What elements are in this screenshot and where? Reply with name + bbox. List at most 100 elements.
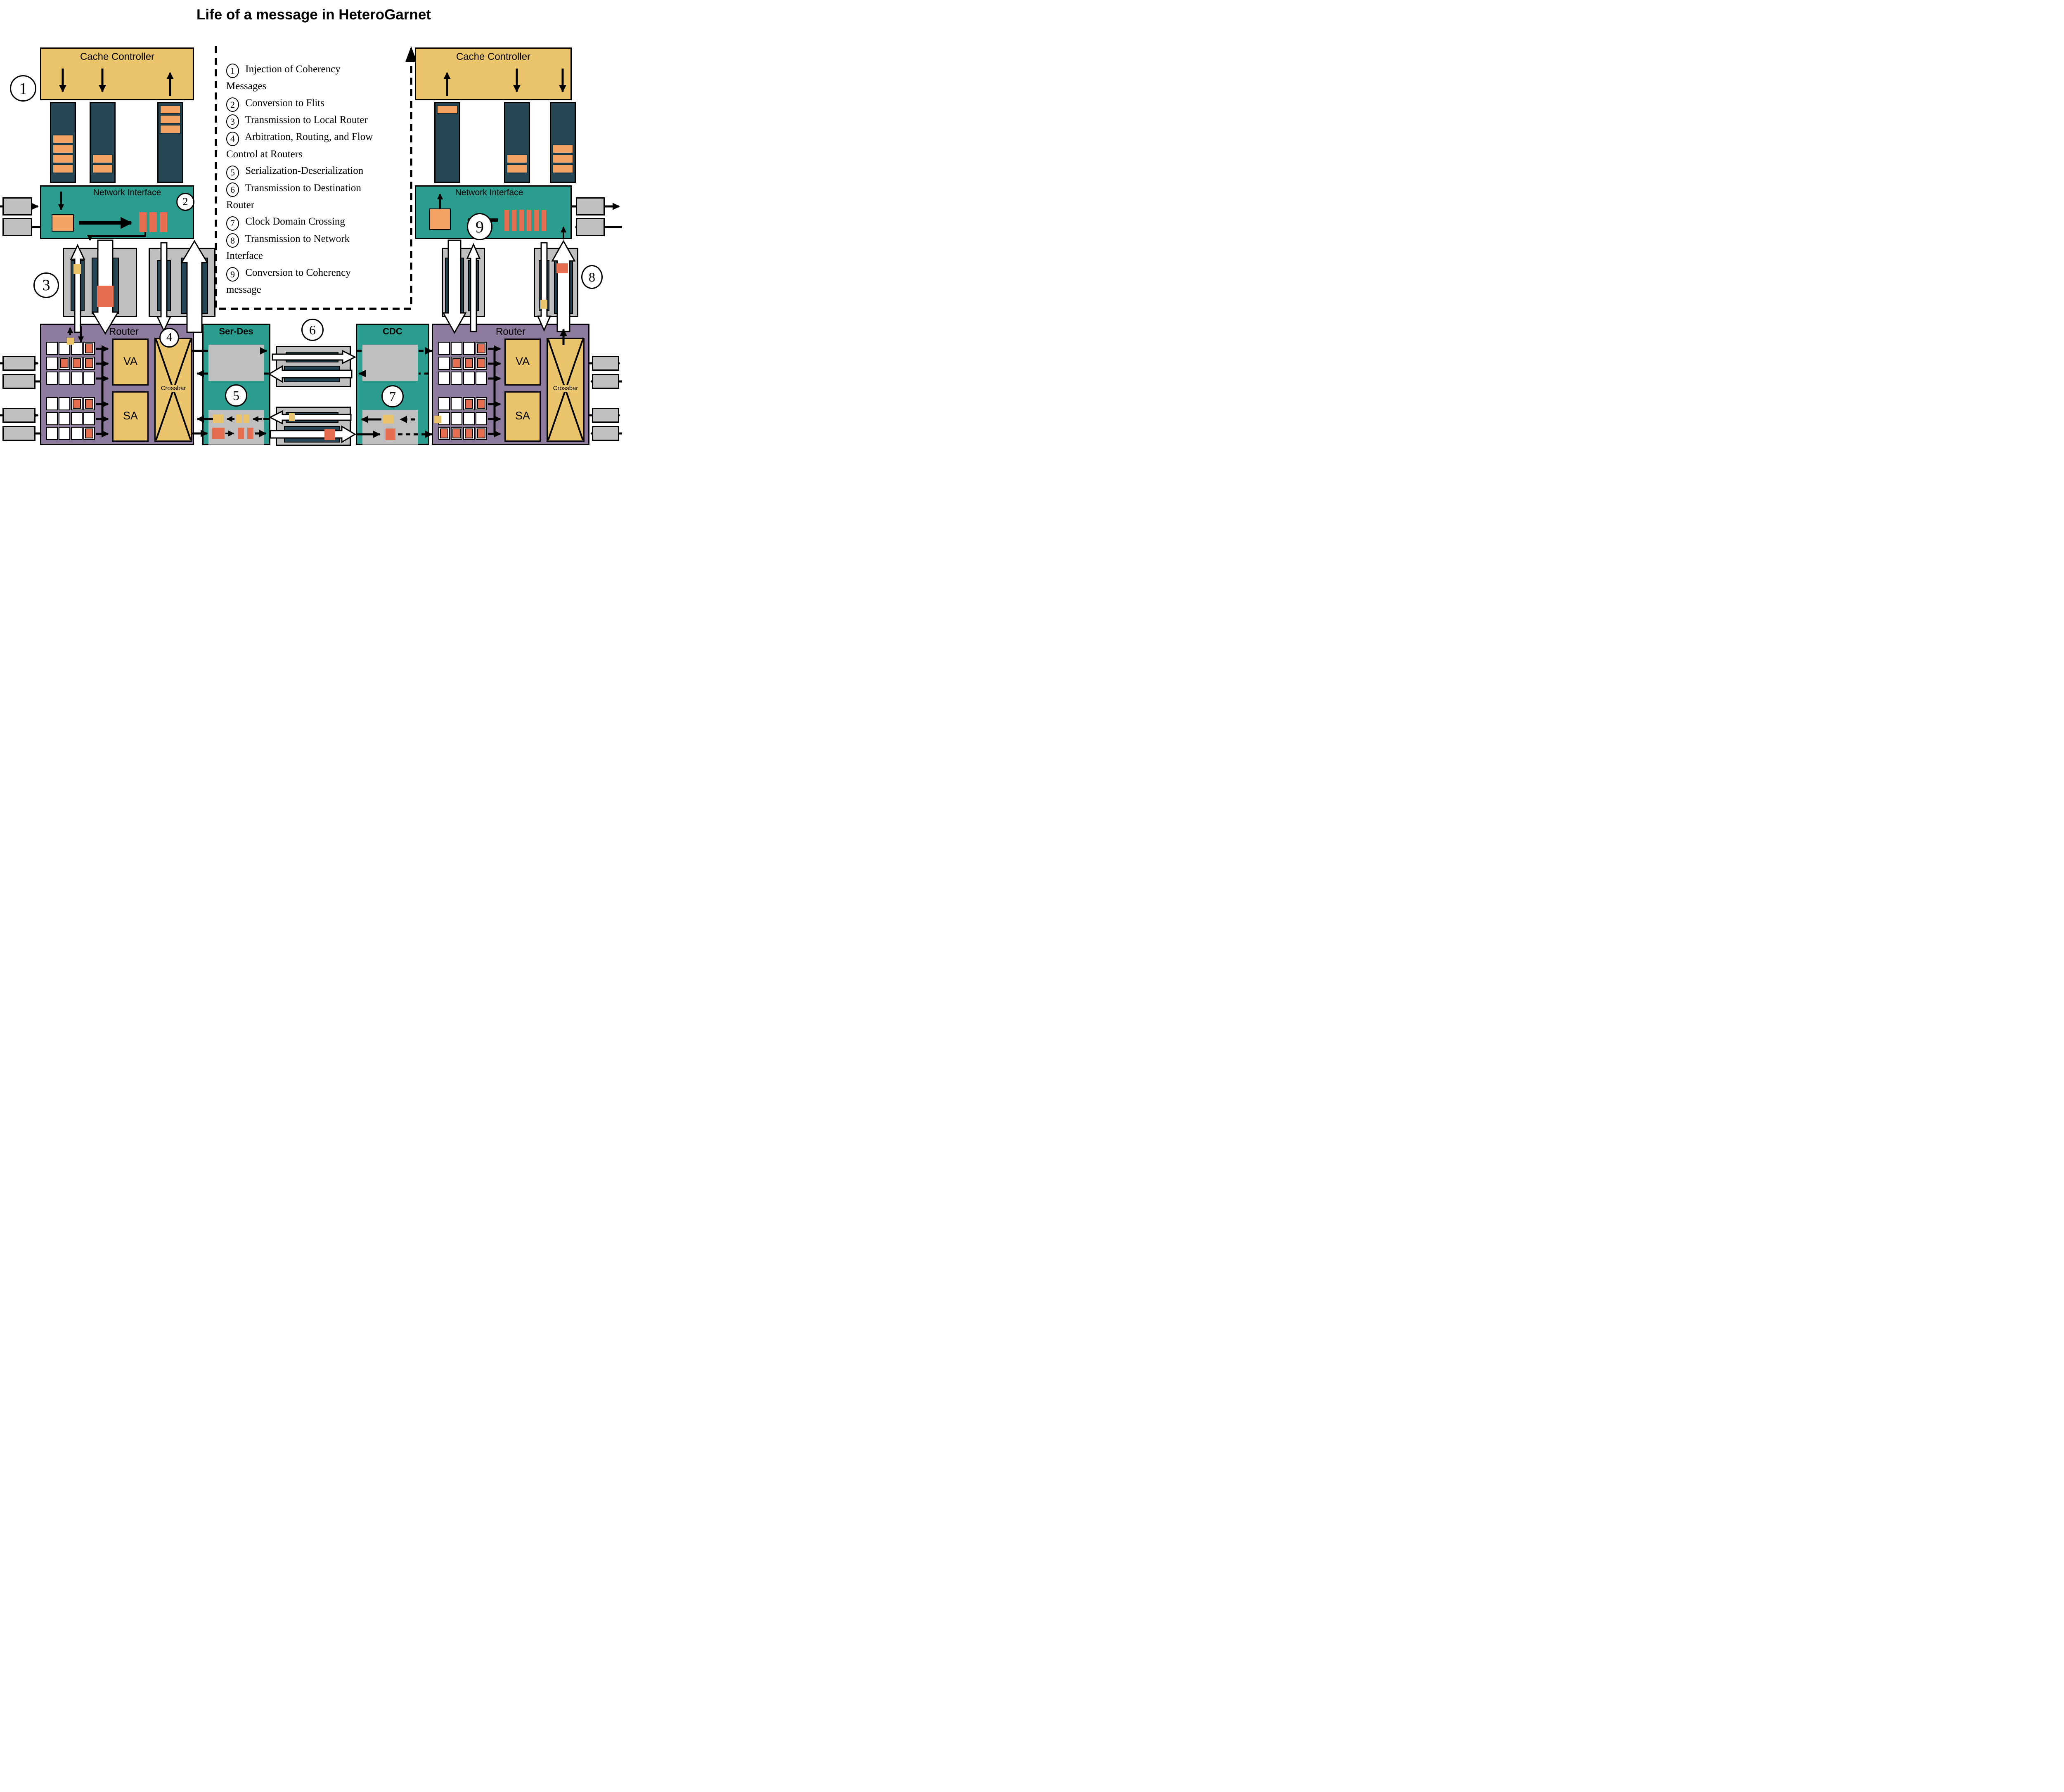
buffer-cell [71,397,83,410]
queued-message [437,105,458,114]
flit [73,358,81,368]
legend-item-text: Clock Domain Crossing [243,216,345,227]
va-unit-left [112,339,149,386]
buffer-cell [476,372,487,385]
credit-flit [73,264,81,274]
buffer-cell [463,357,475,370]
credit-flit [383,415,394,424]
cache-controller-arrows [59,69,566,96]
buffer-cell [46,412,58,425]
legend-item-number: 3 [226,114,239,129]
flit [452,358,461,368]
legend-item-number: 7 [226,216,239,231]
credit-box [2,408,36,423]
message-queue [504,102,530,183]
router-right-arrows [488,329,584,440]
flit [556,263,568,273]
message-block [429,208,451,230]
queued-message [52,164,73,173]
buffer-row [46,412,95,425]
buffer-cell [46,427,58,440]
badge-step-4: 4 [159,328,179,348]
buffer-cell [83,412,95,425]
queued-message [552,144,573,154]
network-interface-right-label: Network Interface [455,188,523,197]
flit [85,343,93,353]
legend-route-dashed-arrow [215,46,417,310]
legend-item-number: 8 [226,233,239,248]
network-interface-left-label: Network Interface [93,188,161,197]
flit [465,358,473,368]
queued-message [52,144,73,154]
buffer-cell [59,397,70,410]
legend-item-text: Injection of Coherency Messages [226,64,341,92]
message-queue [550,102,576,183]
flit [477,428,485,438]
flit [85,358,93,368]
buffer-cell [438,427,450,440]
badge-step-8: 8 [581,265,603,289]
page-title: Life of a message in HeteroGarnet [196,7,431,23]
flit [477,399,485,409]
va-unit-right-label: VA [515,355,530,367]
queued-message [52,154,73,163]
buffer-cell [83,357,95,370]
buffer-cell [463,412,475,425]
input-buffers [438,397,487,440]
buffer-cell [83,397,95,410]
badge-step-9: 9 [467,213,492,240]
buffer-cell [476,427,487,440]
flit [212,428,225,439]
buffer-cell [451,357,462,370]
buffer-cell [59,357,70,370]
buffer-row [438,357,487,370]
buffer-cell [476,412,487,425]
credit-flit [67,338,74,345]
badge-step-3: 3 [33,272,59,298]
flit [238,428,244,439]
flit [386,428,395,440]
buffer-row [46,342,95,355]
buffer-cell [46,397,58,410]
legend-item-text: Arbitration, Routing, and Flow Control a… [226,131,373,160]
credit-flit [244,414,249,423]
buffer-cell [463,342,475,355]
buffer-cell [71,357,83,370]
legend-item-text: Conversion to Coherency message [226,267,351,295]
legend-item: 1 Injection of Coherency Messages [226,61,380,95]
buffer-cell [46,342,58,355]
cdc-arrows [356,347,433,438]
legend-item: 9 Conversion to Coherency message [226,265,380,298]
flit [465,399,473,409]
flit [465,428,473,438]
credit-flit [213,414,224,423]
legend-item-number: 2 [226,97,239,112]
serdes-arrows [192,347,270,437]
buffer-row [438,427,487,440]
flit [440,428,448,438]
flit [60,358,69,368]
cache-controller-right [415,47,572,100]
diagram-canvas: Life of a message in HeteroGarnet 1 2 3 … [0,0,622,448]
crossbar-right-label: Crossbar [552,385,580,392]
badge-step-1: 1 [10,75,36,102]
legend-item-number: 6 [226,182,239,197]
badge-step-2: 2 [176,193,194,211]
buffer-cell [59,427,70,440]
flit [160,212,167,232]
legend-item: 8 Transmission to Network Interface [226,231,380,265]
buffer-row [438,342,487,355]
cache-controller-right-label: Cache Controller [456,51,531,62]
buffer-cell [451,372,462,385]
buffer-cell [476,357,487,370]
queued-message [52,135,73,144]
queued-message [507,154,528,163]
message-queue [90,102,116,183]
badge-step-7: 7 [381,385,404,407]
buffer-cell [451,342,462,355]
flit [73,399,81,409]
legend-item: 5 Serialization-Deserialization [226,163,380,180]
flit [139,212,147,232]
buffer-cell [463,427,475,440]
cdc-buffer [362,345,418,381]
